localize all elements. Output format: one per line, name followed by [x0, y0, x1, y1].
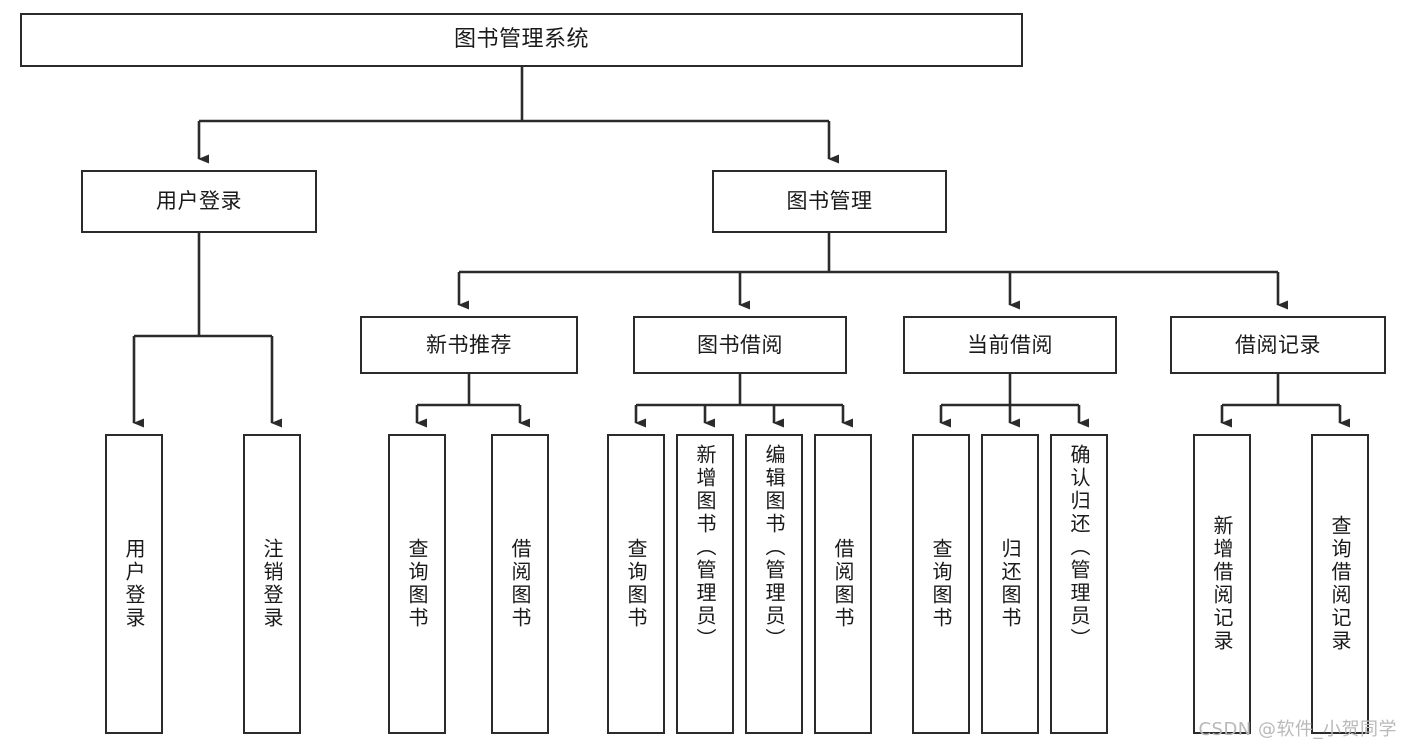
node-label: 新增图书（管理员） [695, 444, 715, 651]
node-book-borrow[interactable]: 图书借阅 [633, 316, 847, 374]
node-label: 注销登录 [262, 538, 282, 630]
node-label: 新增借阅记录 [1212, 515, 1232, 653]
leaf-query-book-current[interactable]: 查询图书 [912, 434, 970, 734]
node-current-borrow[interactable]: 当前借阅 [903, 316, 1117, 374]
leaf-confirm-return-admin[interactable]: 确认归还（管理员） [1050, 434, 1108, 734]
node-label: 查询图书 [407, 538, 427, 630]
node-label: 确认归还（管理员） [1069, 444, 1089, 651]
node-label: 新书推荐 [426, 333, 512, 358]
node-label: 用户登录 [124, 538, 144, 630]
watermark-text: CSDN @软件_小贺同学 [1198, 715, 1397, 741]
node-book-management[interactable]: 图书管理 [712, 170, 947, 233]
node-label: 借阅记录 [1235, 333, 1321, 358]
node-label: 借阅图书 [833, 538, 853, 630]
node-root-book-management-system[interactable]: 图书管理系统 [20, 13, 1023, 67]
leaf-query-book-borrow[interactable]: 查询图书 [607, 434, 665, 734]
node-new-book-recommend[interactable]: 新书推荐 [360, 316, 578, 374]
leaf-borrow-book[interactable]: 借阅图书 [814, 434, 872, 734]
leaf-query-book-recommend[interactable]: 查询图书 [388, 434, 446, 734]
leaf-edit-book-admin[interactable]: 编辑图书（管理员） [745, 434, 803, 734]
leaf-logout[interactable]: 注销登录 [243, 434, 301, 734]
node-label: 编辑图书（管理员） [764, 444, 784, 651]
leaf-add-borrow-record[interactable]: 新增借阅记录 [1193, 434, 1251, 734]
leaf-borrow-book-recommend[interactable]: 借阅图书 [491, 434, 549, 734]
node-label: 归还图书 [1000, 538, 1020, 630]
leaf-add-book-admin[interactable]: 新增图书（管理员） [676, 434, 734, 734]
node-label: 借阅图书 [510, 538, 530, 630]
node-label: 用户登录 [156, 189, 242, 214]
node-label: 查询借阅记录 [1330, 515, 1350, 653]
node-label: 图书管理 [787, 189, 873, 214]
node-label: 图书借阅 [697, 333, 783, 358]
node-borrow-record[interactable]: 借阅记录 [1170, 316, 1386, 374]
node-user-login[interactable]: 用户登录 [81, 170, 317, 233]
leaf-query-borrow-record[interactable]: 查询借阅记录 [1311, 434, 1369, 734]
leaf-user-login[interactable]: 用户登录 [105, 434, 163, 734]
node-label: 查询图书 [931, 538, 951, 630]
node-label: 查询图书 [626, 538, 646, 630]
node-label: 图书管理系统 [454, 27, 589, 53]
leaf-return-book[interactable]: 归还图书 [981, 434, 1039, 734]
node-label: 当前借阅 [967, 333, 1053, 358]
